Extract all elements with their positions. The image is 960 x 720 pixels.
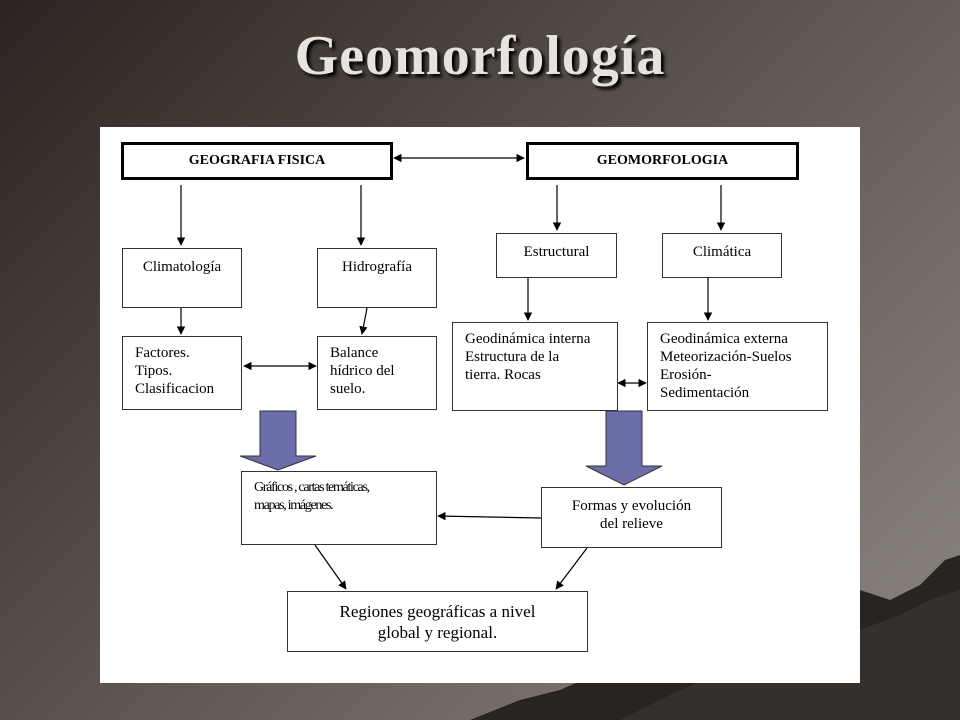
label-regiones: Regiones geográficas a nivel global y re… (339, 602, 536, 642)
label-estructural: Estructural (523, 244, 590, 260)
block-arrow-left (239, 410, 317, 471)
box-formas: Formas y evolución del relieve (541, 487, 722, 548)
arrow-formas-regiones (555, 547, 588, 590)
label-formas: Formas y evolución del relieve (571, 498, 692, 532)
label-geodinamica-externa: Geodinámica externa Meteorización-Suelos… (660, 331, 792, 401)
label-geodinamica-interna: Geodinámica interna Estructura de la tie… (465, 331, 591, 383)
label-geografia-fisica: GEOGRAFIA FISICA (188, 153, 326, 168)
connector-arrows (176, 153, 726, 590)
box-geografia-fisica: GEOGRAFIA FISICA (121, 142, 393, 180)
label-geomorfologia: GEOMORFOLOGIA (596, 153, 729, 168)
box-estructural: Estructural (496, 233, 617, 278)
box-climatologia: Climatología (122, 248, 242, 308)
label-balance: Balance hídrico del suelo. (330, 345, 395, 397)
box-graficos: Gráficos , cartas temáticas, mapas, imág… (241, 471, 437, 545)
label-climatica: Climática (692, 244, 752, 260)
arrow-formas-graficos (437, 511, 542, 521)
arrow-to-balance (359, 307, 368, 335)
box-factores: Factores. Tipos. Clasificacion (122, 336, 242, 410)
box-geodinamica-interna: Geodinámica interna Estructura de la tie… (452, 322, 618, 411)
slide-title: Geomorfología (294, 25, 666, 87)
label-factores: Factores. Tipos. Clasificacion (135, 345, 215, 397)
box-balance: Balance hídrico del suelo. (317, 336, 437, 410)
box-regiones: Regiones geográficas a nivel global y re… (287, 591, 588, 652)
arrow-graficos-regiones (314, 544, 347, 590)
label-hidrografia: Hidrografía (342, 259, 412, 275)
box-climatica: Climática (662, 233, 782, 278)
label-graficos: Gráficos , cartas temáticas, mapas, imág… (254, 480, 370, 513)
block-arrow-right (585, 410, 663, 486)
box-geomorfologia: GEOMORFOLOGIA (526, 142, 799, 180)
diagram-panel: GEOGRAFIA FISICA GEOMORFOLOGIA Climatolo… (100, 127, 860, 683)
box-hidrografia: Hidrografía (317, 248, 437, 308)
label-climatologia: Climatología (142, 259, 222, 275)
box-geodinamica-externa: Geodinámica externa Meteorización-Suelos… (647, 322, 828, 411)
